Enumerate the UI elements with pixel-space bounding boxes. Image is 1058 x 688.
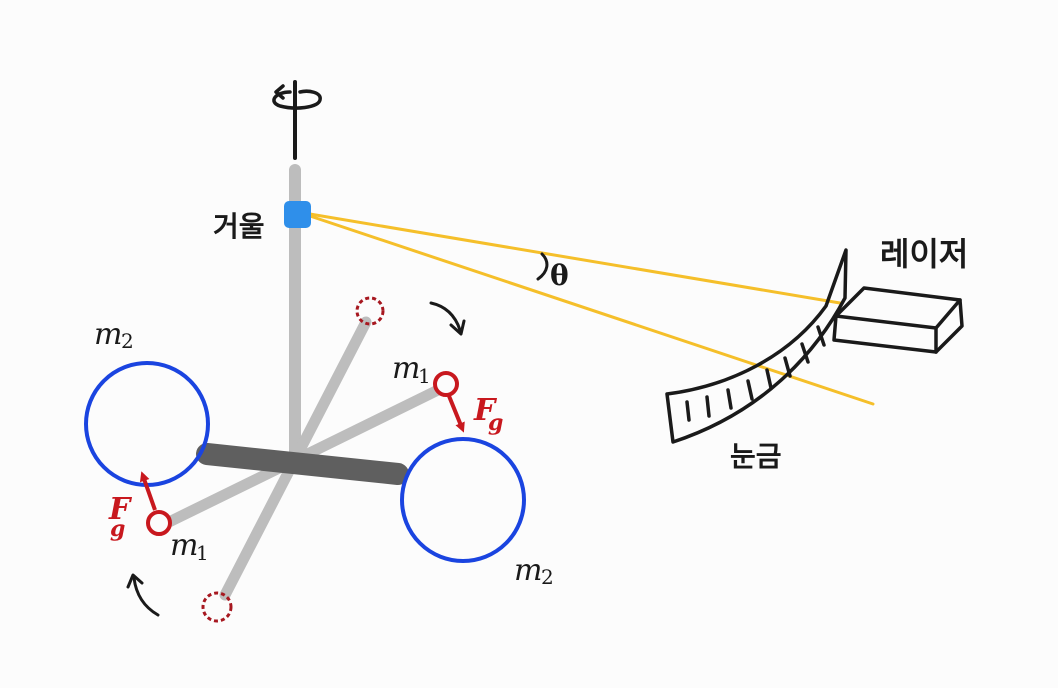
- svg-text:F: F: [108, 492, 133, 527]
- svg-text:g: g: [110, 516, 125, 542]
- mirror: [284, 201, 311, 228]
- rotation-arrow-icon: [272, 84, 322, 110]
- svg-text:2: 2: [541, 565, 554, 589]
- scale-label: 눈금: [730, 440, 782, 473]
- big-mass-left: [84, 361, 210, 487]
- svg-text:F: F: [473, 393, 498, 428]
- theta-label: θ: [550, 259, 569, 292]
- gravity-force-arrow-left: [139, 471, 157, 511]
- laser-beam-reflected: [296, 210, 875, 406]
- fg-right-label: F g: [473, 393, 503, 436]
- curved-arrow-icon: [126, 573, 160, 617]
- svg-text:m: m: [514, 553, 542, 588]
- laser-beam-incident: [296, 210, 842, 305]
- svg-text:1: 1: [196, 541, 209, 565]
- svg-text:g: g: [488, 410, 503, 436]
- m2-left-label: m 2: [94, 317, 134, 353]
- laser-device: [832, 286, 964, 354]
- fg-left-label: F g: [108, 492, 133, 542]
- mirror-label: 거울: [213, 210, 265, 243]
- angle-arc: [536, 252, 549, 281]
- gravity-force-arrow-right: [447, 395, 465, 433]
- m1-top-label: m 1: [392, 351, 431, 388]
- svg-text:2: 2: [121, 329, 134, 353]
- small-mass-original-bottom: [201, 591, 233, 623]
- big-mass-bar: [196, 443, 409, 485]
- laser-label: 레이저: [880, 235, 968, 273]
- svg-text:m: m: [392, 351, 420, 386]
- svg-text:m: m: [170, 528, 198, 563]
- m2-right-label: m 2: [514, 553, 554, 589]
- curved-arrow-icon: [429, 301, 466, 336]
- scale: [665, 248, 848, 444]
- small-mass-original-top: [355, 296, 385, 326]
- svg-text:m: m: [94, 317, 122, 352]
- small-mass-bottom: [146, 510, 172, 536]
- small-mass-top: [433, 371, 459, 397]
- m1-bottom-label: m 1: [170, 528, 209, 565]
- big-mass-right: [400, 437, 526, 563]
- svg-text:1: 1: [418, 364, 431, 388]
